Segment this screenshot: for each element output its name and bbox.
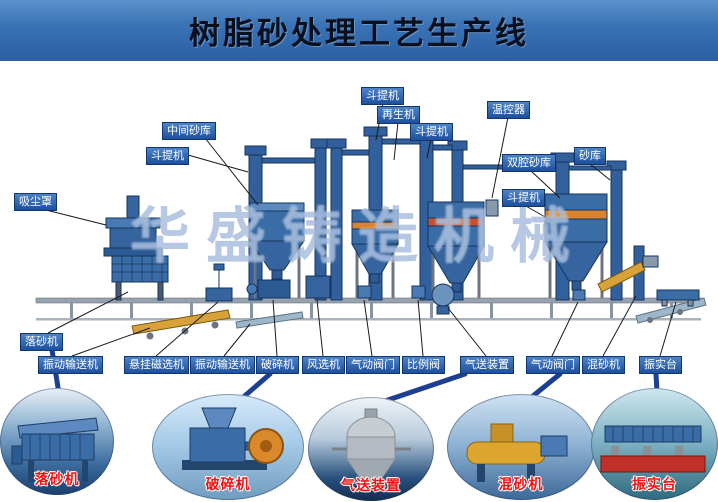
sand-mixer-drawing xyxy=(466,423,568,482)
label-mid-sand-silo: 中间砂库 xyxy=(162,122,216,140)
label-temp-controller: 温控器 xyxy=(487,101,530,119)
label-bucket-elevator-right: 斗提机 xyxy=(502,189,545,207)
title-banner: 树脂砂处理工艺生产线 xyxy=(0,0,718,61)
gallery-pneumatic-feeder-photo: 气送装置 xyxy=(308,397,434,501)
compaction-table-drawing xyxy=(600,425,706,473)
label-vibrating-conveyor-2: 振动输送机 xyxy=(190,356,255,374)
label-dust-hood: 吸尘罩 xyxy=(14,193,57,211)
label-sand-silo: 砂库 xyxy=(574,147,606,165)
label-pneumatic-valve-1: 气动阀门 xyxy=(346,356,400,374)
gallery-shakeout-photo: 落砂机 xyxy=(0,388,114,495)
gallery-crusher-photo: 破碎机 xyxy=(152,394,304,500)
label-bucket-elevator-top: 斗提机 xyxy=(361,87,404,105)
label-shakeout: 落砂机 xyxy=(20,333,63,351)
sand-silos xyxy=(249,193,608,298)
crusher-machine-drawing xyxy=(182,407,284,470)
label-vibrating-conveyor-1: 振动输送机 xyxy=(38,356,103,374)
label-regenerator: 再生机 xyxy=(377,106,420,124)
pneumatic-feeder-drawing xyxy=(332,408,411,482)
platform xyxy=(35,297,702,321)
floor-equipment xyxy=(246,245,700,315)
gallery-compaction-table-photo: 振实台 xyxy=(591,388,718,500)
dust-hood-and-shakeout xyxy=(103,195,169,301)
shakeout-machine-drawing xyxy=(11,417,99,482)
gallery-sand-mixer-photo: 混砂机 xyxy=(447,394,595,500)
gallery-sand-mixer-label: 混砂机 xyxy=(498,477,544,493)
label-compaction-table: 振实台 xyxy=(639,356,682,374)
label-crusher: 破碎机 xyxy=(256,356,299,374)
label-bucket-elevator-left: 斗提机 xyxy=(146,147,189,165)
label-proportional-valve: 比例阀 xyxy=(402,356,445,374)
label-pneumatic-feeder: 气送装置 xyxy=(460,356,514,374)
magnetic-separator-unit xyxy=(205,263,233,302)
label-air-classifier: 风选机 xyxy=(302,356,345,374)
label-pneumatic-valve-2: 气动阀门 xyxy=(526,356,580,374)
gallery-pneumatic-feeder-label: 气送装置 xyxy=(341,478,401,494)
vibrating-conveyors xyxy=(131,297,707,340)
gallery-crusher-label: 破碎机 xyxy=(205,477,251,493)
callout-leader-lines xyxy=(41,102,677,357)
label-magnetic-separator: 悬挂磁选机 xyxy=(124,356,189,374)
gallery-shakeout-label: 落砂机 xyxy=(34,472,80,488)
label-sand-mixer: 混砂机 xyxy=(582,356,625,374)
label-double-chamber-silo: 双腔砂库 xyxy=(502,154,556,172)
page-title: 树脂砂处理工艺生产线 xyxy=(189,16,529,52)
label-bucket-elevator-mid: 斗提机 xyxy=(410,123,453,141)
gallery-compaction-table-label: 振实台 xyxy=(632,477,677,493)
